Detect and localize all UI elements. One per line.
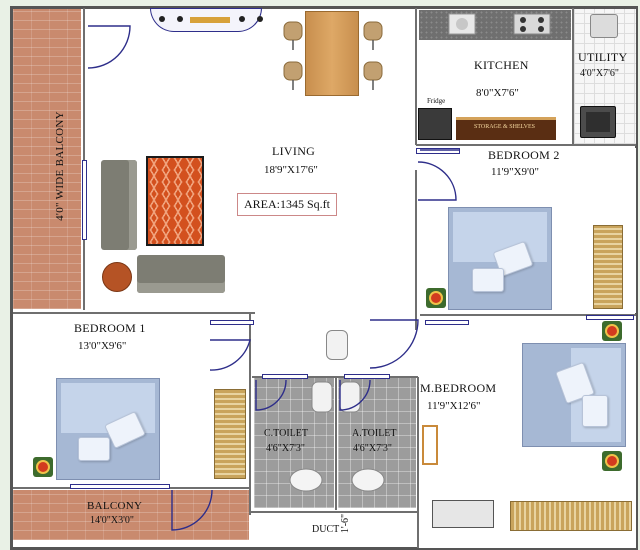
bedroom-2-dim: 11'9"X9'0" [491,166,539,178]
window-toilet-c [262,374,308,379]
utility-label: UTILITY [578,50,628,64]
utility-sink [590,14,618,38]
bed-bedroom-2 [448,207,552,310]
duct-label: DUCT [312,524,340,535]
living-dim: 18'9"X17'6" [264,164,318,176]
plant-icon [426,288,446,308]
wardrobe-bedroom-2 [593,225,623,309]
m-bedroom-label: M.BEDROOM [420,381,497,395]
plant-icon [33,457,53,477]
wardrobe-bedroom-1 [214,389,246,479]
balcony-dim: 14'0"X3'0" [90,515,134,526]
plant-icon [602,321,622,341]
a-toilet-label: A.TOILET [352,428,397,439]
c-toilet-label: C.TOILET [264,428,308,439]
wide-balcony [13,9,81,309]
pillow [78,437,110,461]
storage-shelves [456,117,556,140]
area-label: AREA:1345 Sq.ft [237,193,338,216]
m-bedroom-dim: 11'9"X12'6" [427,400,481,412]
bedroom-1-dim: 13'0"X9'6" [78,340,127,352]
pillow [472,268,504,292]
kitchen-label: KITCHEN [474,58,529,72]
side-table [102,262,132,292]
mirror [422,425,438,465]
wardrobe-master [510,501,632,531]
washing-machine [580,106,616,138]
balcony [13,490,249,540]
window-toilet-a [344,374,390,379]
sofa-bottom [137,255,225,293]
utility-dim: 4'0"X7'6" [580,68,619,79]
fridge-label: Fridge [427,97,446,105]
window-bedroom2-right [586,315,634,320]
wash-basin [326,330,348,360]
fridge [418,108,452,140]
sofa-left [101,160,137,250]
plant-icon [602,451,622,471]
window-mbed [425,320,469,325]
balcony-label: BALCONY [87,500,143,512]
a-toilet-dim: 4'6"X7'3" [353,443,392,454]
storage-label: STORAGE & SHELVES [474,124,536,130]
dining-table [305,11,359,96]
pillow [582,395,608,427]
kitchen-dim: 8'0"X7'6" [476,87,519,99]
window-living-bottom [210,320,254,325]
bedroom-1-label: BEDROOM 1 [74,321,146,335]
tv-unit [159,16,263,23]
bedroom-2-label: BEDROOM 2 [488,148,560,162]
living-label: LIVING [272,144,316,158]
dining-chairs [283,21,383,90]
c-toilet-dim: 4'6"X7'3" [266,443,305,454]
sink-and-stove [448,13,551,35]
window-bed1-bottom [70,484,170,489]
rug [146,156,204,246]
toilet-fixtures [289,381,385,492]
dressing-table [432,500,494,528]
window-bedroom2 [416,148,460,154]
window-living-left [82,160,87,240]
